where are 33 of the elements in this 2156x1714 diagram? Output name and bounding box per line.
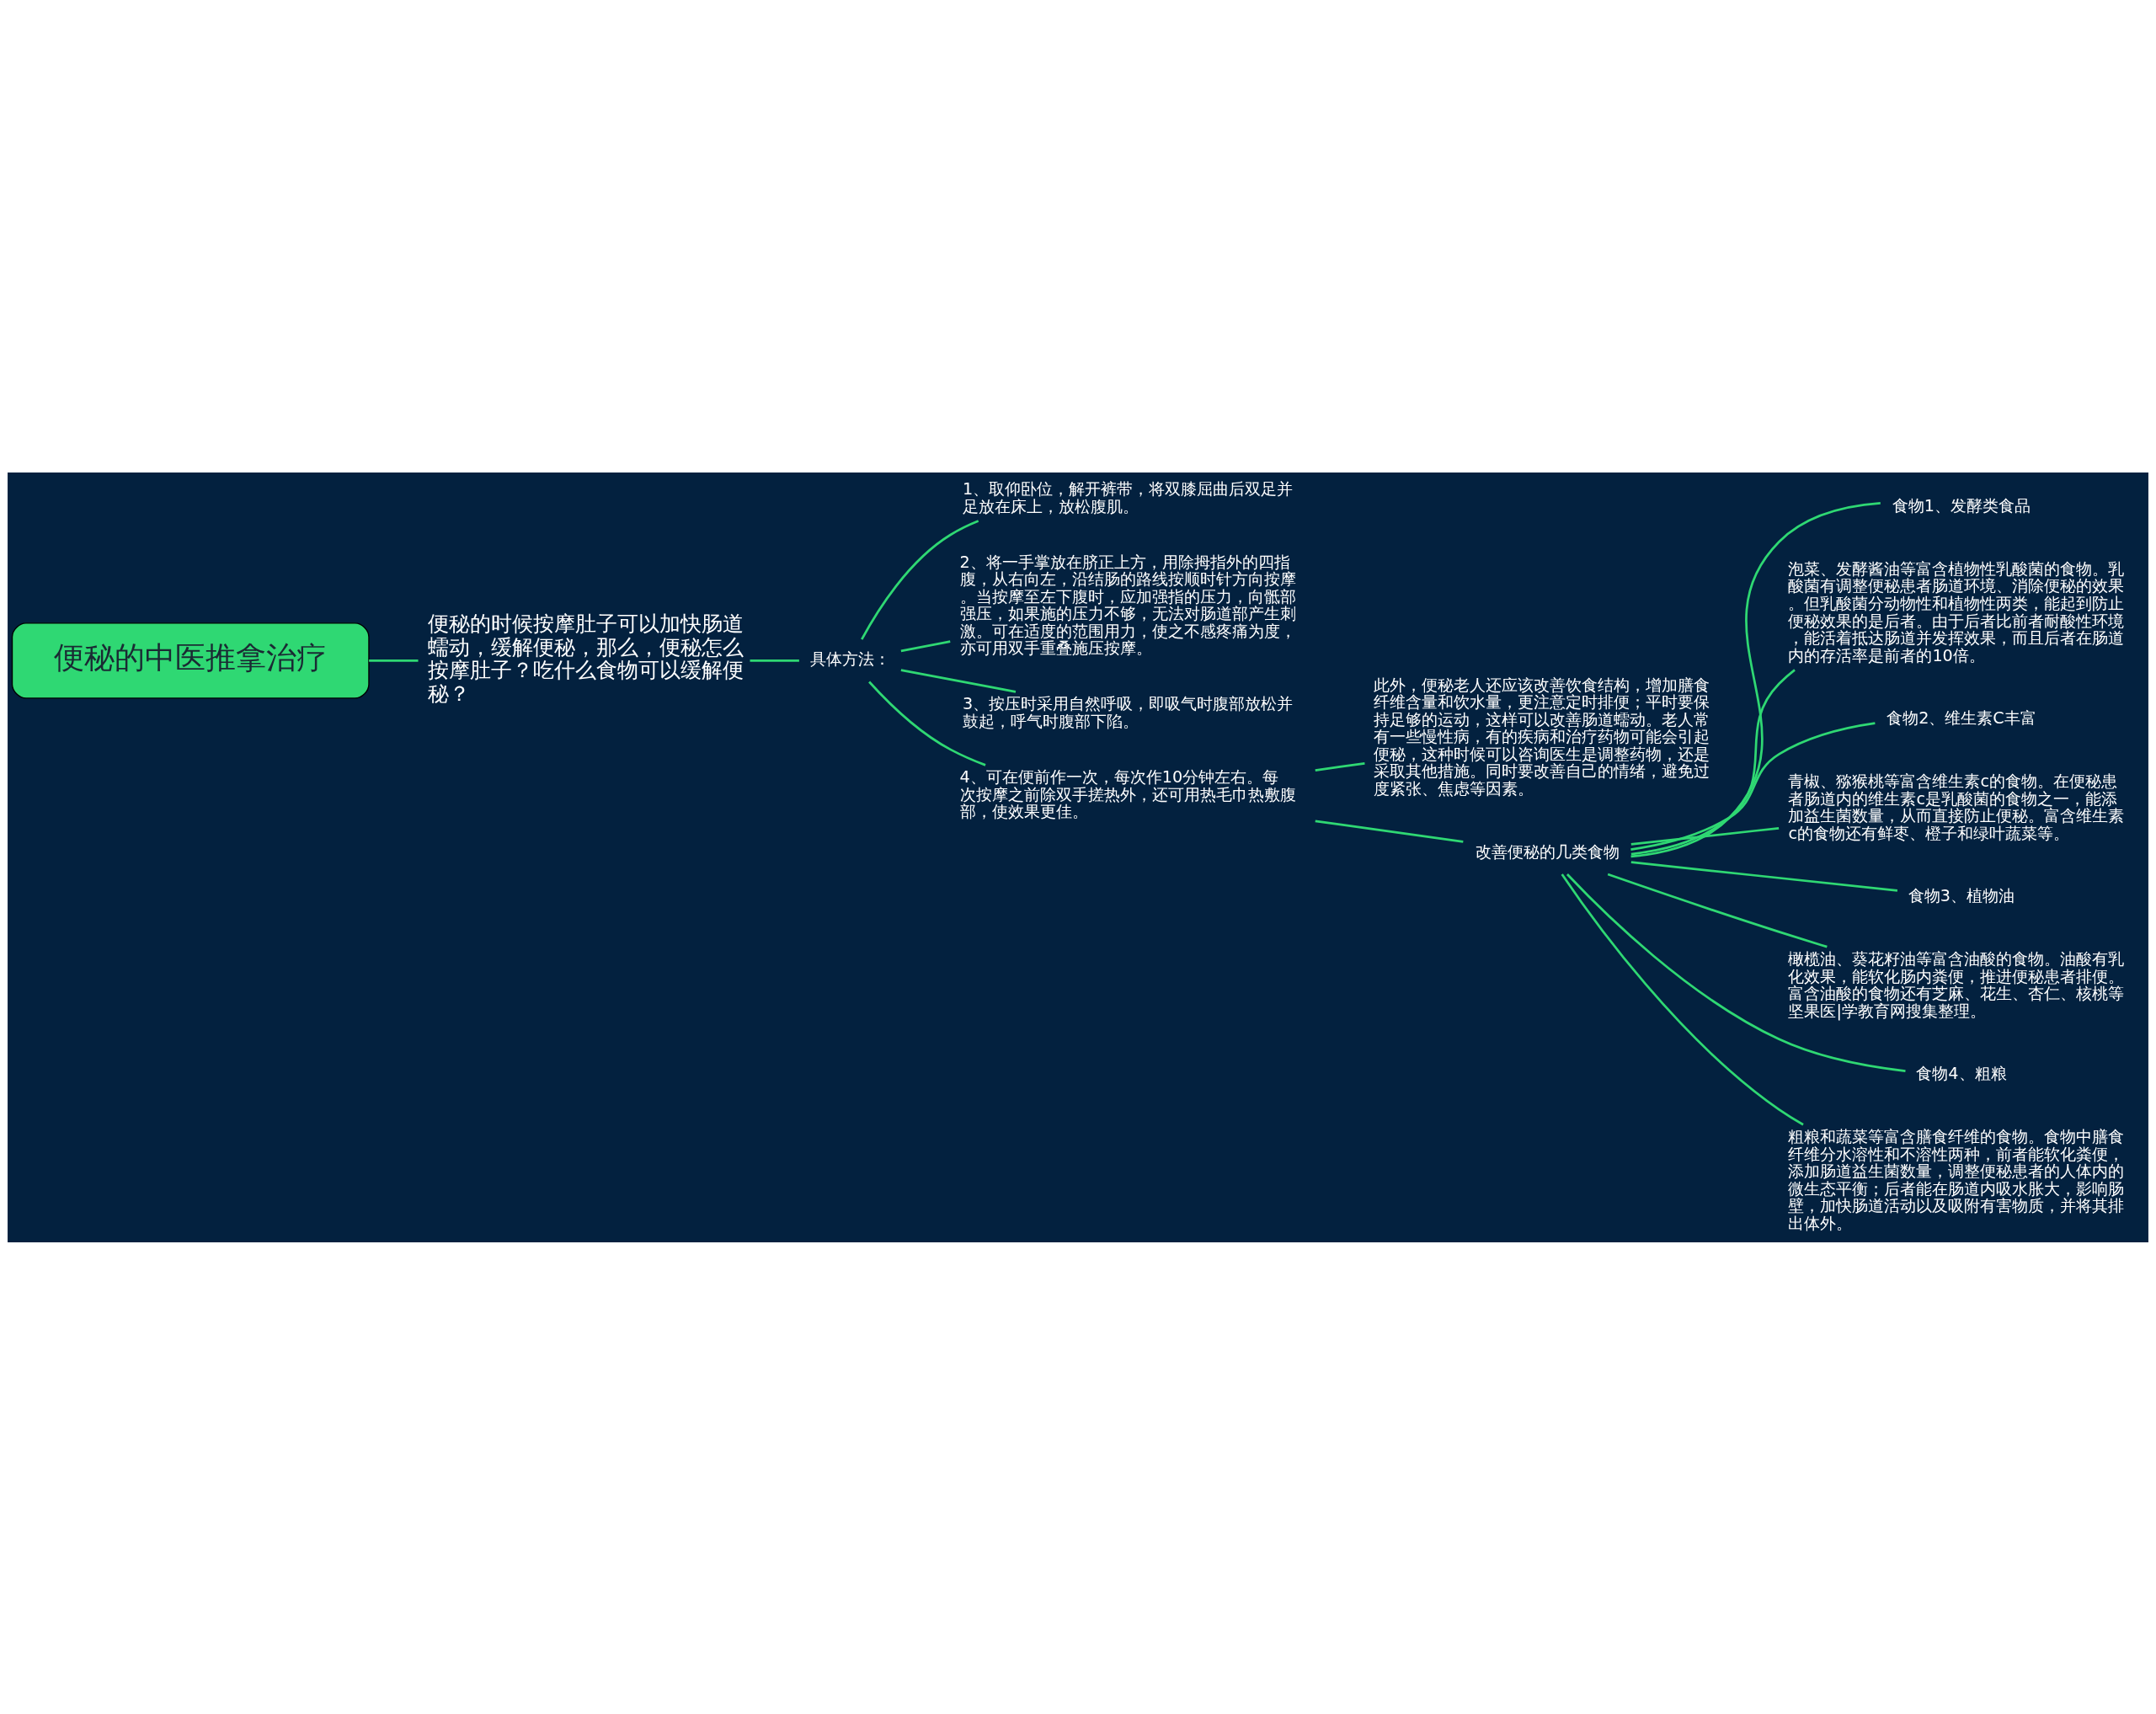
connector	[1561, 873, 1804, 1125]
node-text: 食物1、发酵类食品	[1892, 495, 2031, 515]
connector	[861, 519, 979, 640]
connector	[750, 659, 799, 662]
connector	[1315, 761, 1365, 772]
node-text: 4、可在便前作一次，每次作10分钟左右。每次按摩之前除双手搓热外，还可用热毛巾热敷腹部，使效果更佳。	[959, 766, 1296, 821]
node-text: 便秘的时候按摩肚子可以加快肠道蠕动，缓解便秘，那么，便秘怎么按摩肚子？吃什么食物可以缓解便秘？	[427, 611, 744, 705]
node-text: 改善便秘的几类食物	[1475, 841, 1620, 862]
node-text: 粗粮和蔬菜等富含膳食纤维的食物。食物中膳食纤维分水溶性和不溶性两种，前者能软化粪便，添加肠道益生菌数量，调整便秘患者的人体内的微生态平衡；后者能在肠道内吸水胀大，影响肠壁，加快肠道活动以及吸附有害物质，并将其排出体外。	[1788, 1126, 2125, 1233]
connector	[900, 668, 1017, 693]
connector	[1607, 873, 1828, 948]
node-text: 泡菜、发酵酱油等富含植物性乳酸菌的食物。乳酸菌有调整便秘患者肠道环境、消除便秘的效果。但乳酸菌分动物性和植物性两类，能起到防止便秘效果的是后者。由于后者比前者耐酸性环境，能活着抵达肠道并发挥效果，而且后者在肠道内的存活率是前者的10倍。	[1788, 558, 2125, 665]
connector	[1630, 501, 1881, 857]
node-text: 此外，便秘老人还应该改善饮食结构，增加膳食纤维含量和饮水量，更注意定时排便；平时要保持足够的运动，这样可以改善肠道蠕动。老人常有一些慢性病，有的疾病和治疗药物可能会引起便秘，这种时候可以咨询医生是调整药物，还是采取其他措施。同时要改善自己的情绪，避免过度紧张、焦虑等因素。	[1374, 675, 1710, 798]
node-box: 便秘的中医推拿治疗	[11, 622, 370, 699]
node-text: 1、取仰卧位，解开裤带，将双膝屈曲后双足并足放在床上，放松腹肌。	[962, 478, 1294, 516]
node-text: 具体方法：	[809, 649, 890, 669]
node-text: 橄榄油、葵花籽油等富含油酸的食物。油酸有乳化效果，能软化肠内粪便，推进便秘患者排便。富含油酸的食物还有芝麻、花生、杏仁、核桃等坚果医|学教育网搜集整理。	[1788, 948, 2125, 1021]
connector	[1630, 860, 1898, 892]
connector	[1566, 873, 1906, 1072]
node-text: 食物3、植物油	[1908, 885, 2015, 905]
connector	[868, 681, 986, 766]
connector	[1315, 820, 1464, 843]
node-text: 食物4、粗粮	[1916, 1063, 2007, 1083]
node-text: 食物2、维生素C丰富	[1886, 707, 2036, 728]
connector	[1630, 668, 1796, 855]
connector	[1630, 721, 1876, 851]
node-text: 3、按压时采用自然呼吸，即吸气时腹部放松并鼓起，呼气时腹部下陷。	[962, 693, 1294, 731]
node-text: 青椒、猕猴桃等富含维生素c的食物。在便秘患者肠道内的维生素c是乳酸菌的食物之一，能添加益生菌数量，从而直接防止便秘。富含维生素c的食物还有鲜枣、橙子和绿叶蔬菜等。	[1788, 771, 2125, 843]
connector	[369, 659, 419, 662]
connector	[1630, 826, 1780, 846]
connector	[900, 639, 951, 652]
node-text: 2、将一手掌放在脐正上方，用除拇指外的四指腹，从右向左，沿结肠的路线按顺时针方向按摩。当按摩至左下腹时，应加强指的压力，向骶部强压，如果施的压力不够，无法对肠道部产生刺激。可在适度的范围用力，使之不感疼痛为度，亦可用双手重叠施压按摩。	[959, 552, 1296, 658]
